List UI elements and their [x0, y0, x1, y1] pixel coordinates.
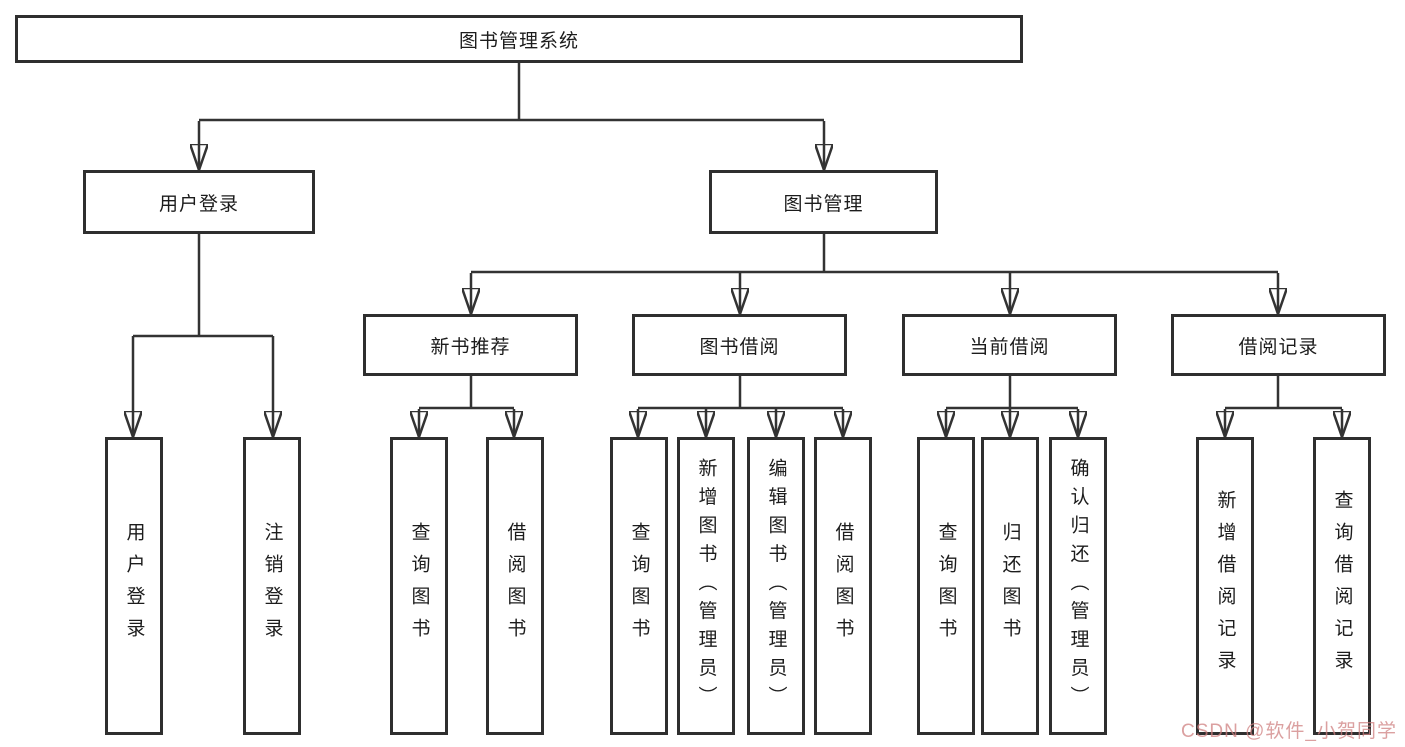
node-root: 图书管理系统: [15, 15, 1023, 63]
node-new-book-rec: 新书推荐: [363, 314, 578, 376]
connector-new-book-rec: [419, 376, 514, 437]
node-leaf-add-record-label: 新增借阅记录: [1214, 490, 1236, 682]
node-borrow-records-label: 借阅记录: [1238, 336, 1319, 358]
node-leaf-borrow-book-1: 借阅图书: [486, 437, 544, 735]
node-book-borrow: 图书借阅: [632, 314, 847, 376]
node-leaf-query-book-2: 查询图书: [610, 437, 668, 735]
node-leaf-user-login: 用户登录: [105, 437, 163, 735]
node-leaf-logout: 注销登录: [243, 437, 301, 735]
node-leaf-return-book-label: 归还图书: [999, 522, 1021, 650]
node-leaf-query-record: 查询借阅记录: [1313, 437, 1371, 735]
node-new-book-rec-label: 新书推荐: [430, 336, 511, 358]
node-user-login-group-label: 用户登录: [158, 193, 239, 215]
node-borrow-records: 借阅记录: [1171, 314, 1386, 376]
node-leaf-edit-book: 编辑图书（管理员）: [747, 437, 805, 735]
node-leaf-edit-book-label: 编辑图书（管理员）: [765, 457, 787, 715]
node-current-borrow-label: 当前借阅: [969, 336, 1050, 358]
connector-book-mgmt: [471, 234, 1278, 314]
node-leaf-query-book-3: 查询图书: [917, 437, 975, 735]
node-leaf-add-record: 新增借阅记录: [1196, 437, 1254, 735]
node-leaf-borrow-book-1-label: 借阅图书: [504, 522, 526, 650]
node-leaf-confirm-return-label: 确认归还（管理员）: [1067, 457, 1089, 715]
connector-user-login: [133, 234, 273, 437]
node-user-login-group: 用户登录: [83, 170, 315, 234]
node-book-mgmt: 图书管理: [709, 170, 938, 234]
connector-borrow-records: [1225, 376, 1342, 437]
node-book-mgmt-label: 图书管理: [783, 193, 864, 215]
node-leaf-confirm-return: 确认归还（管理员）: [1049, 437, 1107, 735]
node-leaf-add-book-label: 新增图书（管理员）: [695, 457, 717, 715]
node-leaf-user-login-label: 用户登录: [123, 522, 145, 650]
node-leaf-return-book: 归还图书: [981, 437, 1039, 735]
node-leaf-query-book-3-label: 查询图书: [935, 522, 957, 650]
connector-book-borrow: [638, 376, 843, 437]
node-current-borrow: 当前借阅: [902, 314, 1117, 376]
node-book-borrow-label: 图书借阅: [699, 336, 780, 358]
node-leaf-query-book-2-label: 查询图书: [628, 522, 650, 650]
node-leaf-query-book-1-label: 查询图书: [408, 522, 430, 650]
node-leaf-borrow-book-2: 借阅图书: [814, 437, 872, 735]
node-leaf-add-book: 新增图书（管理员）: [677, 437, 735, 735]
connector-current-borrow: [946, 376, 1078, 437]
node-leaf-logout-label: 注销登录: [261, 522, 283, 650]
node-leaf-borrow-book-2-label: 借阅图书: [832, 522, 854, 650]
node-leaf-query-record-label: 查询借阅记录: [1331, 490, 1353, 682]
node-root-label: 图书管理系统: [458, 30, 579, 52]
connector-root: [199, 63, 824, 170]
node-leaf-query-book-1: 查询图书: [390, 437, 448, 735]
